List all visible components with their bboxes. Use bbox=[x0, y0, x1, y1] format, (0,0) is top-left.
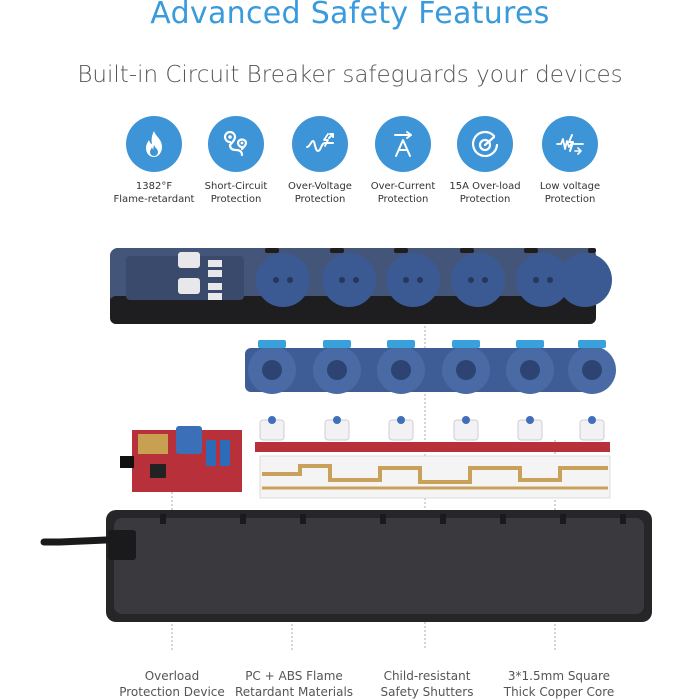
feature-over-voltage: Over-Voltage Protection bbox=[265, 116, 375, 206]
feature-label-line1: Over-Current bbox=[370, 181, 436, 192]
map-pin-route-icon bbox=[208, 116, 264, 172]
label-safety-shutters: Child-resistant Safety Shutters bbox=[352, 668, 502, 700]
feature-label-line1: Over-Voltage bbox=[288, 181, 352, 192]
low-voltage-icon bbox=[542, 116, 598, 172]
label-overload-protection: Overload Protection Device bbox=[97, 668, 247, 700]
feature-label-line1: 1382°F bbox=[135, 181, 173, 192]
feature-low-voltage: Low voltage Protection bbox=[515, 116, 625, 206]
label-line1: Overload bbox=[144, 669, 200, 683]
label-line2: Thick Copper Core bbox=[503, 685, 615, 699]
feature-label-line1: Low voltage bbox=[539, 181, 601, 192]
feature-label-line2: Flame-retardant bbox=[113, 194, 195, 205]
component-labels: Overload Protection Device PC + ABS Flam… bbox=[0, 668, 700, 700]
label-line2: Safety Shutters bbox=[380, 685, 474, 699]
feature-label-line2: Protection bbox=[294, 194, 346, 205]
feature-icons-row: 1382°F Flame-retardant Short-Circuit Pro… bbox=[0, 116, 700, 216]
flame-icon bbox=[126, 116, 182, 172]
ampere-arrow-icon bbox=[375, 116, 431, 172]
label-pc-abs-materials: PC + ABS Flame Retardant Materials bbox=[219, 668, 369, 700]
feature-label-line1: Short-Circuit bbox=[204, 181, 268, 192]
feature-label-line2: Protection bbox=[544, 194, 596, 205]
voltage-wave-icon bbox=[292, 116, 348, 172]
safety-shutters bbox=[259, 416, 605, 441]
label-line1: 3*1.5mm Square bbox=[507, 669, 611, 683]
base-housing bbox=[40, 510, 652, 622]
circuit-board bbox=[120, 426, 242, 492]
power-strip-exploded-view bbox=[40, 248, 652, 650]
copper-busbar bbox=[255, 442, 611, 499]
assembled-power-strip bbox=[110, 248, 612, 324]
gauge-icon bbox=[457, 116, 513, 172]
label-line2: Retardant Materials bbox=[234, 685, 354, 699]
feature-overload: 15A Over-load Protection bbox=[430, 116, 540, 206]
feature-label-line1: 15A Over-load bbox=[449, 181, 521, 192]
label-line1: PC + ABS Flame bbox=[245, 669, 343, 683]
feature-label-line2: Protection bbox=[210, 194, 262, 205]
page-title: Advanced Safety Features bbox=[150, 0, 550, 31]
label-line2: Protection Device bbox=[119, 685, 225, 699]
socket-insert-layer bbox=[245, 340, 616, 394]
feature-flame-retardant: 1382°F Flame-retardant bbox=[99, 116, 209, 206]
feature-over-current: Over-Current Protection bbox=[348, 116, 458, 206]
feature-short-circuit: Short-Circuit Protection bbox=[181, 116, 291, 206]
label-line1: Child-resistant bbox=[383, 669, 471, 683]
label-copper-core: 3*1.5mm Square Thick Copper Core bbox=[484, 668, 634, 700]
feature-label-line2: Protection bbox=[459, 194, 511, 205]
feature-label-line2: Protection bbox=[377, 194, 429, 205]
page-subtitle: Built-in Circuit Breaker safeguards your… bbox=[77, 62, 623, 88]
